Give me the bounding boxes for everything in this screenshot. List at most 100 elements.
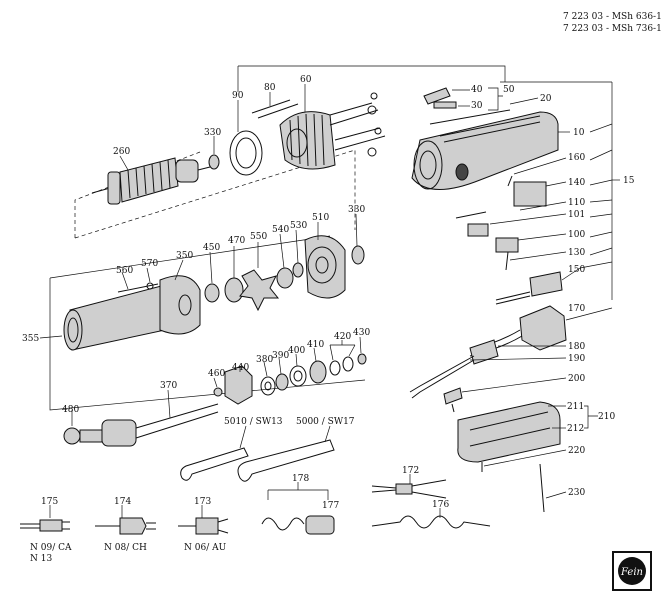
wrench-group: 5010 / SW13 5000 / SW17 bbox=[180, 417, 355, 482]
switch-block-140-part bbox=[513, 181, 547, 207]
label-140: 140 bbox=[568, 178, 585, 188]
label-450: 450 bbox=[203, 243, 220, 253]
housing-group: 40 30 50 20 10 15 160 140 bbox=[409, 81, 635, 513]
part-460 bbox=[213, 387, 223, 397]
screw-560-part bbox=[117, 283, 159, 293]
label-172: 172 bbox=[402, 466, 419, 476]
washer-400 bbox=[289, 365, 307, 387]
label-440: 440 bbox=[232, 363, 249, 373]
plug-174-part bbox=[119, 517, 147, 535]
label-560: 560 bbox=[116, 266, 133, 276]
label-130: 130 bbox=[568, 248, 585, 258]
label-n09: N 09/ CA bbox=[30, 543, 72, 553]
label-173: 173 bbox=[194, 497, 211, 507]
part-540 bbox=[276, 267, 294, 289]
washer-420b bbox=[342, 356, 354, 372]
gear-frame bbox=[49, 235, 366, 411]
bearing-410 bbox=[309, 360, 327, 384]
label-10: 10 bbox=[573, 128, 585, 138]
label-570: 570 bbox=[141, 259, 158, 269]
label-n13: N 13 bbox=[30, 554, 52, 564]
label-510: 510 bbox=[312, 213, 329, 223]
washer-420a bbox=[329, 360, 341, 376]
bearing-450-part bbox=[204, 283, 220, 303]
gear-group: 355 350 560 570 450 470 550 540 530 bbox=[22, 205, 366, 411]
label-150: 150 bbox=[568, 265, 585, 275]
label-470: 470 bbox=[228, 236, 245, 246]
gear-housing-part bbox=[63, 275, 201, 351]
label-390: 390 bbox=[272, 351, 289, 361]
motor-group: 260 330 90 80 60 bbox=[74, 65, 506, 239]
field-ring-part bbox=[229, 130, 263, 176]
label-n08: N 08/ CH bbox=[104, 543, 147, 553]
bracket-top bbox=[238, 65, 506, 82]
label-210: 210 bbox=[598, 412, 615, 422]
armature-part bbox=[91, 157, 215, 205]
label-480: 480 bbox=[62, 405, 79, 415]
coil-cord-178-part bbox=[261, 517, 305, 531]
label-20: 20 bbox=[540, 94, 552, 104]
label-380: 380 bbox=[256, 355, 273, 365]
rod-20-part bbox=[429, 109, 511, 125]
label-175: 175 bbox=[41, 497, 58, 507]
label-sw17: 5000 / SW17 bbox=[296, 417, 355, 427]
nut-430 bbox=[357, 353, 367, 365]
label-230: 230 bbox=[568, 488, 585, 498]
screw-160-part bbox=[507, 175, 513, 187]
bearing-part bbox=[208, 154, 220, 170]
spindle-group: 370 480 460 440 380 390 400 410 420 430 bbox=[62, 328, 370, 447]
motor-housing-10-part bbox=[411, 111, 559, 190]
label-260: 260 bbox=[113, 147, 130, 157]
label-530: 530 bbox=[290, 221, 307, 231]
field-coil-part bbox=[279, 111, 336, 170]
connector-177-part bbox=[305, 515, 335, 535]
clamp-200-part bbox=[443, 387, 463, 405]
part-440 bbox=[224, 365, 253, 405]
label-sw13: 5010 / SW13 bbox=[224, 417, 283, 427]
label-15: 15 bbox=[623, 176, 635, 186]
label-190: 190 bbox=[568, 354, 585, 364]
screw-230-part bbox=[539, 463, 545, 513]
spindle-370-part bbox=[63, 403, 219, 447]
label-211: 211 bbox=[567, 402, 584, 412]
handle-cover-part bbox=[457, 401, 561, 463]
label-60: 60 bbox=[300, 75, 312, 85]
slider-part bbox=[433, 101, 457, 109]
label-177: 177 bbox=[322, 501, 339, 511]
label-400: 400 bbox=[288, 346, 305, 356]
gear-470-part bbox=[224, 277, 244, 303]
label-30: 30 bbox=[471, 101, 483, 111]
label-330-top: 330 bbox=[204, 128, 221, 138]
label-80: 80 bbox=[264, 83, 276, 93]
label-176: 176 bbox=[432, 500, 449, 510]
connector-172-part bbox=[395, 483, 413, 495]
label-50: 50 bbox=[503, 85, 515, 95]
model-number-line-2: 7 223 03 - MSh 736-1 bbox=[563, 24, 662, 34]
coupling-550-part bbox=[239, 269, 280, 312]
label-330-right: 330 bbox=[348, 205, 365, 215]
wrench-sw13-part bbox=[180, 447, 249, 481]
plug-175-part bbox=[39, 519, 63, 532]
label-430: 430 bbox=[353, 328, 370, 338]
plugs-group: 175 N 09/ CA N 13 174 N 08/ CH 173 N 06/… bbox=[20, 466, 491, 564]
component-110-part bbox=[467, 223, 489, 237]
label-540: 540 bbox=[272, 225, 289, 235]
bearing-plate-510-part bbox=[304, 235, 346, 299]
model-number-line-1: 7 223 03 - MSh 636-1 bbox=[563, 12, 662, 22]
label-212: 212 bbox=[567, 424, 584, 434]
part-530 bbox=[292, 262, 304, 278]
label-101: 101 bbox=[568, 210, 585, 220]
label-110: 110 bbox=[568, 198, 585, 208]
label-350: 350 bbox=[176, 251, 193, 261]
label-90: 90 bbox=[232, 91, 244, 101]
washer-390 bbox=[275, 373, 289, 391]
plug-173-part bbox=[195, 517, 219, 535]
label-370: 370 bbox=[160, 381, 177, 391]
label-460: 460 bbox=[208, 369, 225, 379]
label-550: 550 bbox=[250, 232, 267, 242]
label-100: 100 bbox=[568, 230, 585, 240]
label-420: 420 bbox=[334, 332, 351, 342]
label-200: 200 bbox=[568, 374, 585, 384]
